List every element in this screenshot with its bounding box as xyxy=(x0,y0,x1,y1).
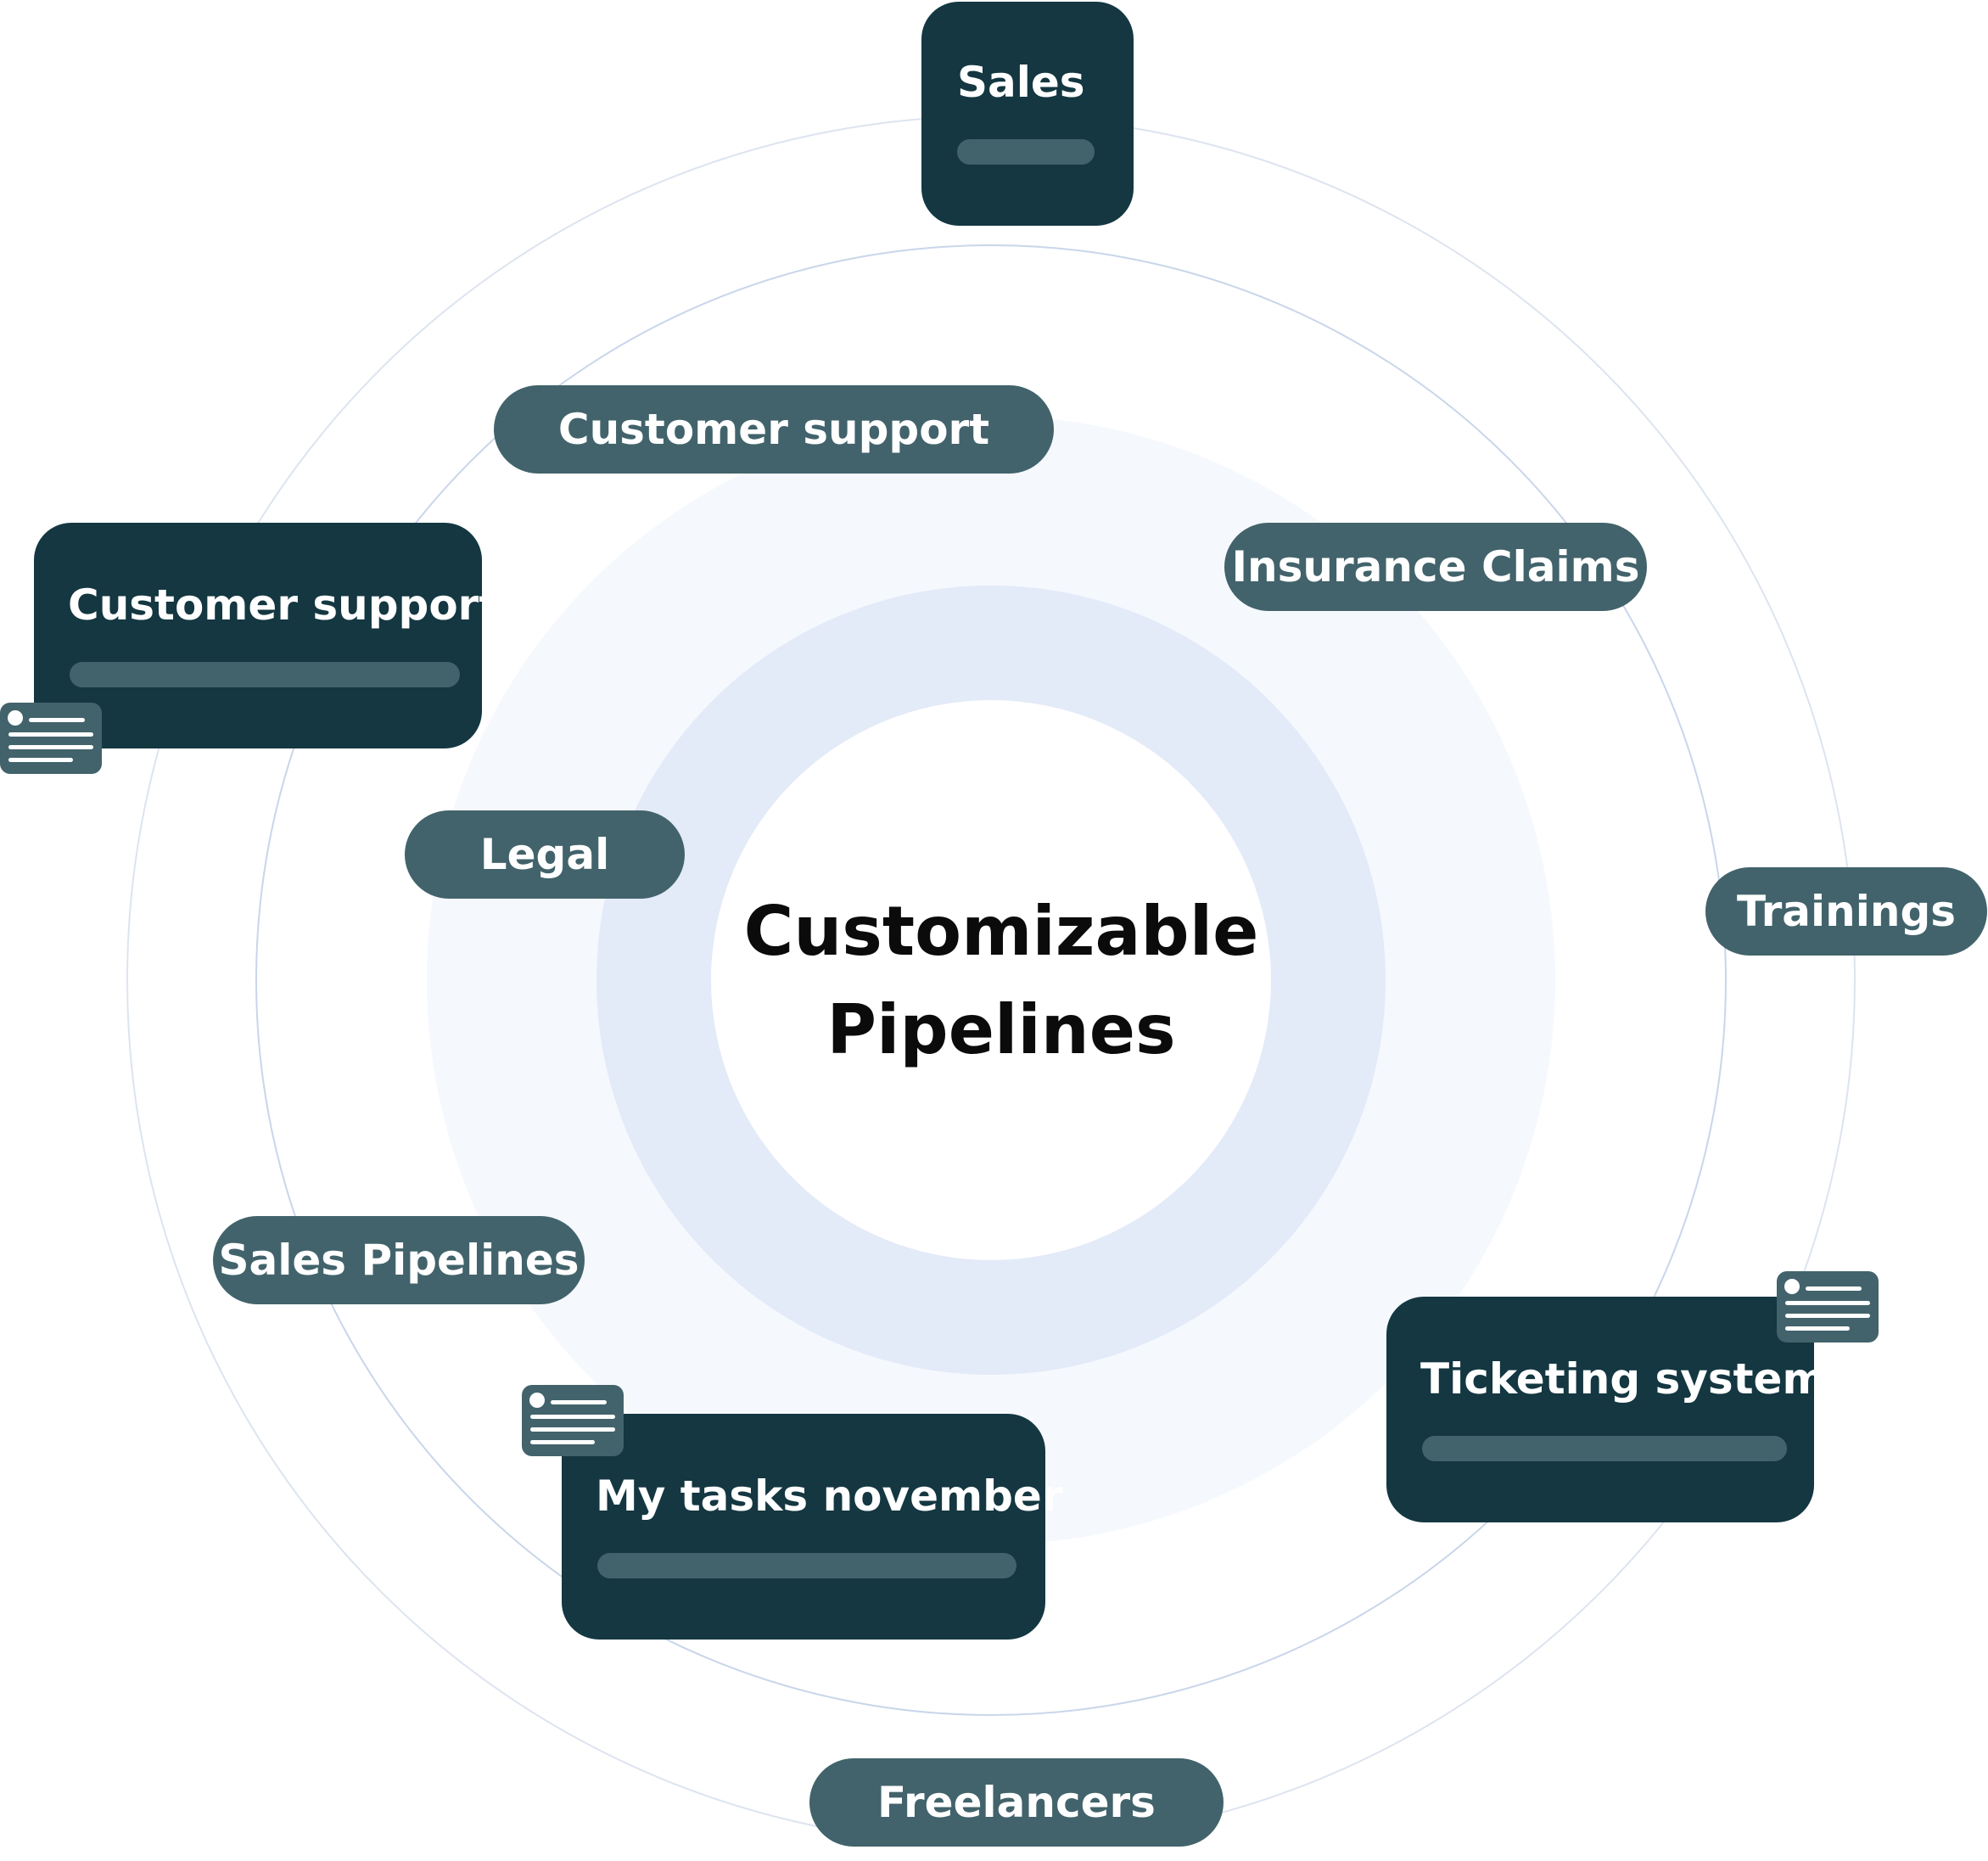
document-icon-line xyxy=(1806,1286,1862,1291)
pill-freelancers[interactable]: Freelancers xyxy=(809,1758,1224,1847)
document-icon-line xyxy=(29,718,85,722)
center-disc xyxy=(711,700,1271,1260)
document-icon-line xyxy=(1785,1314,1870,1318)
document-icon-line xyxy=(1785,1301,1870,1305)
document-icon xyxy=(1777,1271,1879,1342)
center-title-line-2: Pipelines xyxy=(826,990,1176,1069)
card-progress-bar xyxy=(957,139,1095,165)
document-icon-line xyxy=(530,1440,595,1444)
orbit-ring-inner xyxy=(255,244,1727,1716)
document-icon xyxy=(522,1385,624,1456)
document-icon-line xyxy=(530,1427,615,1432)
pill-insurance-claims[interactable]: Insurance Claims xyxy=(1224,523,1647,611)
card-label: My tasks november xyxy=(596,1471,1063,1521)
pill-customer-support[interactable]: Customer support xyxy=(494,385,1054,474)
document-icon-line xyxy=(530,1415,615,1419)
card-progress-bar xyxy=(1422,1436,1787,1461)
card-my-tasks-november[interactable]: My tasks november xyxy=(562,1414,1063,1640)
document-icon-line xyxy=(551,1400,607,1404)
card-progress-bar xyxy=(70,662,460,687)
document-icon-line xyxy=(8,732,93,737)
card-customer-support[interactable]: Customer support xyxy=(34,523,500,748)
document-icon-avatar-dot xyxy=(1784,1279,1800,1294)
pill-legal[interactable]: Legal xyxy=(405,810,685,899)
document-icon-avatar-dot xyxy=(8,710,23,726)
pill-label: Trainings xyxy=(1736,887,1957,936)
pill-sales-pipelines[interactable]: Sales Pipelines xyxy=(213,1216,585,1304)
card-label: Ticketing system xyxy=(1420,1354,1827,1404)
pill-trainings[interactable]: Trainings xyxy=(1705,867,1987,956)
pill-label: Freelancers xyxy=(877,1778,1156,1827)
pill-label: Customer support xyxy=(557,405,990,454)
pill-label: Legal xyxy=(479,830,610,879)
card-progress-bar xyxy=(597,1553,1016,1578)
document-icon-line xyxy=(8,745,93,749)
center-title-line-1: Customizable xyxy=(743,892,1259,971)
document-icon xyxy=(0,703,102,774)
document-icon-line xyxy=(1785,1326,1850,1331)
document-icon-avatar-dot xyxy=(529,1393,545,1408)
pill-label: Sales Pipelines xyxy=(218,1236,580,1285)
card-ticketing-system[interactable]: Ticketing system xyxy=(1386,1297,1827,1522)
card-sales[interactable]: Sales xyxy=(921,2,1134,226)
card-label: Sales xyxy=(957,58,1085,107)
document-icon-line xyxy=(8,758,73,762)
card-label: Customer support xyxy=(68,580,500,630)
center-title: Customizable Pipelines xyxy=(713,883,1290,1079)
pill-label: Insurance Claims xyxy=(1231,542,1640,591)
